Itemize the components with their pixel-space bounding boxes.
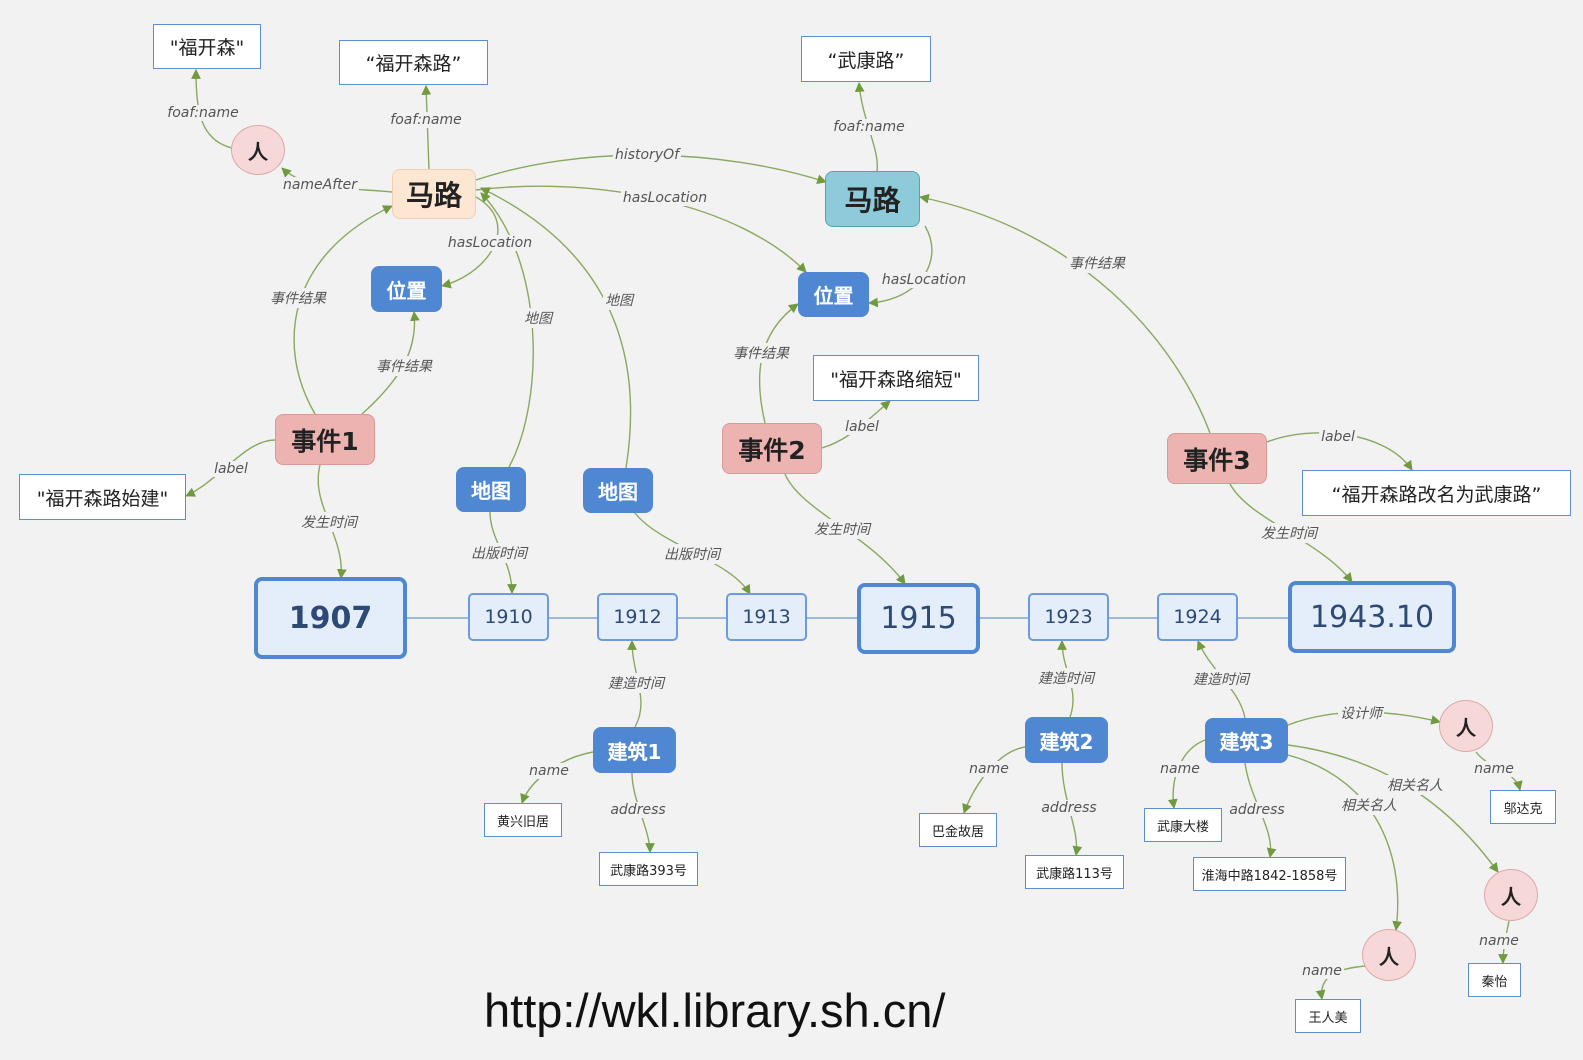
edge-label-label-1: label [212, 461, 250, 477]
edge-label-name-5: name [1477, 933, 1521, 949]
person-node-wangrenmei[interactable]: 人 [1362, 929, 1416, 981]
edge-label-occur-time-3: 发生时间 [1259, 523, 1319, 543]
person-node-qinyi[interactable]: 人 [1484, 869, 1538, 921]
edge-event-result-4 [919, 193, 1211, 434]
year-node-1907[interactable]: 1907 [254, 577, 407, 659]
person-node-fukaisen[interactable]: 人 [231, 125, 285, 175]
building-node-3[interactable]: 建筑3 [1205, 718, 1288, 763]
map-node-2[interactable]: 地图 [583, 468, 653, 513]
edge-related-person-2 [1287, 754, 1402, 931]
edge-label-event-result-4: 事件结果 [1067, 253, 1127, 273]
edge-map-1 [480, 192, 534, 468]
edge-label-foaf-name-1: foaf:name [165, 105, 241, 121]
road-node-new[interactable]: 马路 [825, 171, 920, 227]
building-node-2[interactable]: 建筑2 [1025, 717, 1108, 763]
year-node-1910[interactable]: 1910 [468, 593, 549, 641]
map-node-1[interactable]: 地图 [456, 467, 526, 512]
edge-label-address-2: address [1039, 800, 1099, 816]
edge-label-address-1: address [608, 802, 668, 818]
edge-label-related-person-1: 相关名人 [1385, 775, 1445, 795]
edge-label-address-3: address [1227, 802, 1287, 818]
road-node-old[interactable]: 马路 [392, 169, 476, 219]
edge-name-2 [962, 746, 1026, 814]
edge-label-foaf-name-3: foaf:name [831, 119, 907, 135]
edge-label-designer: 设计师 [1338, 703, 1384, 723]
literal-wukang-building[interactable]: 武康大楼 [1144, 808, 1222, 842]
edge-label-name-4: name [1472, 761, 1516, 777]
edge-label-build-time-1: 建造时间 [606, 673, 666, 693]
edge-event-result-3 [758, 303, 799, 424]
edge-label-map-1: 地图 [522, 308, 554, 328]
literal-bajin-residence[interactable]: 巴金故居 [919, 813, 997, 847]
person-node-designer[interactable]: 人 [1439, 700, 1493, 752]
edge-label-name-6: name [1300, 963, 1344, 979]
year-node-1913[interactable]: 1913 [726, 593, 807, 641]
edge-label-label-2: label [843, 419, 881, 435]
literal-fukaisen-road[interactable]: “福开森路” [339, 40, 488, 85]
edge-has-location-3 [868, 225, 933, 308]
edge-label-name-after: nameAfter [280, 177, 360, 193]
literal-hudec[interactable]: 邬达克 [1490, 790, 1556, 824]
literal-wukang-road[interactable]: “武康路” [801, 36, 931, 82]
edge-label-occur-time-2: 发生时间 [812, 519, 872, 539]
literal-qinyi[interactable]: 秦怡 [1468, 963, 1521, 997]
literal-fukaisen[interactable]: "福开森" [153, 24, 261, 69]
edge-label-publish-time-2: 出版时间 [662, 544, 722, 564]
year-node-1915[interactable]: 1915 [857, 583, 980, 654]
edge-label-related-person-2: 相关名人 [1339, 795, 1399, 815]
year-node-1912[interactable]: 1912 [597, 593, 678, 641]
edge-foaf-name-2 [421, 85, 432, 171]
location-node-1[interactable]: 位置 [371, 266, 442, 312]
literal-address-huaihai[interactable]: 淮海中路1842-1858号 [1193, 857, 1346, 891]
event-node-1[interactable]: 事件1 [275, 414, 375, 465]
edge-label-has-location-2: hasLocation [445, 235, 535, 251]
edge-label-event-result-2: 事件结果 [374, 356, 434, 376]
building-node-1[interactable]: 建筑1 [593, 727, 676, 773]
edge-label-has-location-1: hasLocation [620, 190, 710, 206]
literal-wangrenmei[interactable]: 王人美 [1295, 999, 1361, 1033]
edge-label-event-result-1: 事件结果 [268, 288, 328, 308]
edge-label-history-of: historyOf [612, 147, 682, 163]
edge-map-2 [480, 187, 632, 469]
edge-label-publish-time-1: 出版时间 [469, 543, 529, 563]
edge-label-label-3: label [1319, 429, 1357, 445]
edge-label-occur-time-1: 发生时间 [299, 512, 359, 532]
edge-label-build-time-3: 建造时间 [1191, 669, 1251, 689]
edge-label-name-1: name [527, 763, 571, 779]
edge-label-name-3: name [1158, 761, 1202, 777]
edge-label-build-time-2: 建造时间 [1036, 668, 1096, 688]
year-node-1924[interactable]: 1924 [1157, 593, 1238, 641]
event-node-3[interactable]: 事件3 [1167, 433, 1267, 484]
event-node-2[interactable]: 事件2 [722, 423, 822, 474]
literal-huangxing-residence[interactable]: 黄兴旧居 [484, 803, 562, 837]
literal-road-renamed[interactable]: “福开森路改名为武康路” [1302, 470, 1571, 516]
literal-address-113[interactable]: 武康路113号 [1025, 855, 1124, 889]
edge-label-name-2: name [967, 761, 1011, 777]
location-node-2[interactable]: 位置 [798, 272, 869, 317]
year-node-1943[interactable]: 1943.10 [1288, 581, 1456, 653]
edge-label-has-location-3: hasLocation [879, 272, 969, 288]
edge-label-event-result-3: 事件结果 [731, 343, 791, 363]
edge-label-map-2: 地图 [603, 290, 635, 310]
footer-url[interactable]: http://wkl.library.sh.cn/ [484, 984, 946, 1037]
literal-address-393[interactable]: 武康路393号 [599, 852, 698, 886]
literal-road-built[interactable]: "福开森路始建" [19, 474, 186, 520]
edge-label-foaf-name-2: foaf:name [388, 112, 464, 128]
literal-road-shortened[interactable]: "福开森路缩短" [813, 355, 979, 401]
year-node-1923[interactable]: 1923 [1028, 593, 1109, 641]
